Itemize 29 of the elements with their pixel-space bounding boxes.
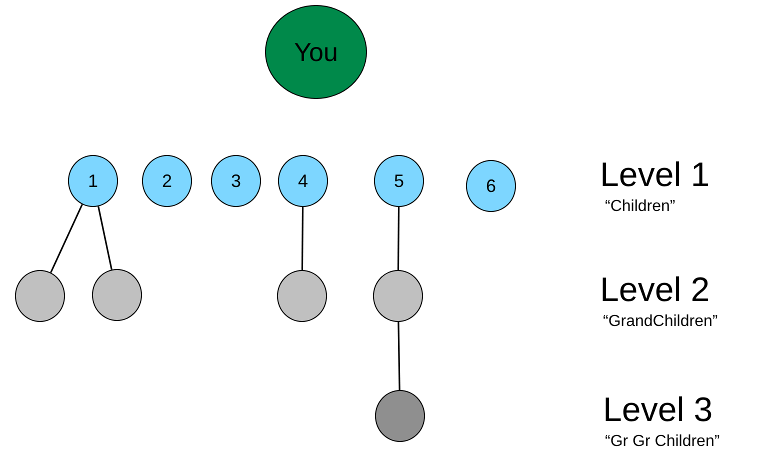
level-caption: “Children” bbox=[605, 199, 676, 215]
level-caption: “GrandChildren” bbox=[603, 314, 718, 330]
empty-circle bbox=[92, 269, 142, 321]
connector-line bbox=[397, 207, 400, 270]
node-label: 5 bbox=[394, 172, 404, 190]
person-circle bbox=[142, 155, 192, 207]
node-label: You bbox=[294, 39, 338, 65]
node-label: 3 bbox=[230, 172, 241, 190]
connector-line bbox=[301, 207, 304, 270]
level-caption: “Gr Gr Children” bbox=[605, 434, 720, 450]
connector-line bbox=[50, 204, 83, 273]
node-label: 1 bbox=[88, 172, 98, 190]
level-heading: Level 2 bbox=[600, 273, 710, 307]
connector-line bbox=[398, 322, 400, 390]
empty-circle bbox=[375, 390, 425, 442]
node-label: 2 bbox=[162, 172, 172, 190]
node-label: 4 bbox=[298, 172, 308, 190]
person-circle bbox=[374, 155, 424, 207]
person-circle bbox=[68, 155, 118, 207]
person-circle bbox=[278, 155, 328, 207]
person-circle bbox=[466, 160, 516, 212]
empty-circle bbox=[277, 270, 327, 322]
empty-circle bbox=[15, 270, 65, 322]
level-heading: Level 1 bbox=[600, 158, 710, 192]
node-label: 6 bbox=[486, 177, 496, 195]
person-circle bbox=[211, 155, 261, 207]
level-heading: Level 3 bbox=[603, 393, 713, 427]
connector-line bbox=[98, 206, 112, 270]
empty-circle bbox=[373, 270, 423, 322]
